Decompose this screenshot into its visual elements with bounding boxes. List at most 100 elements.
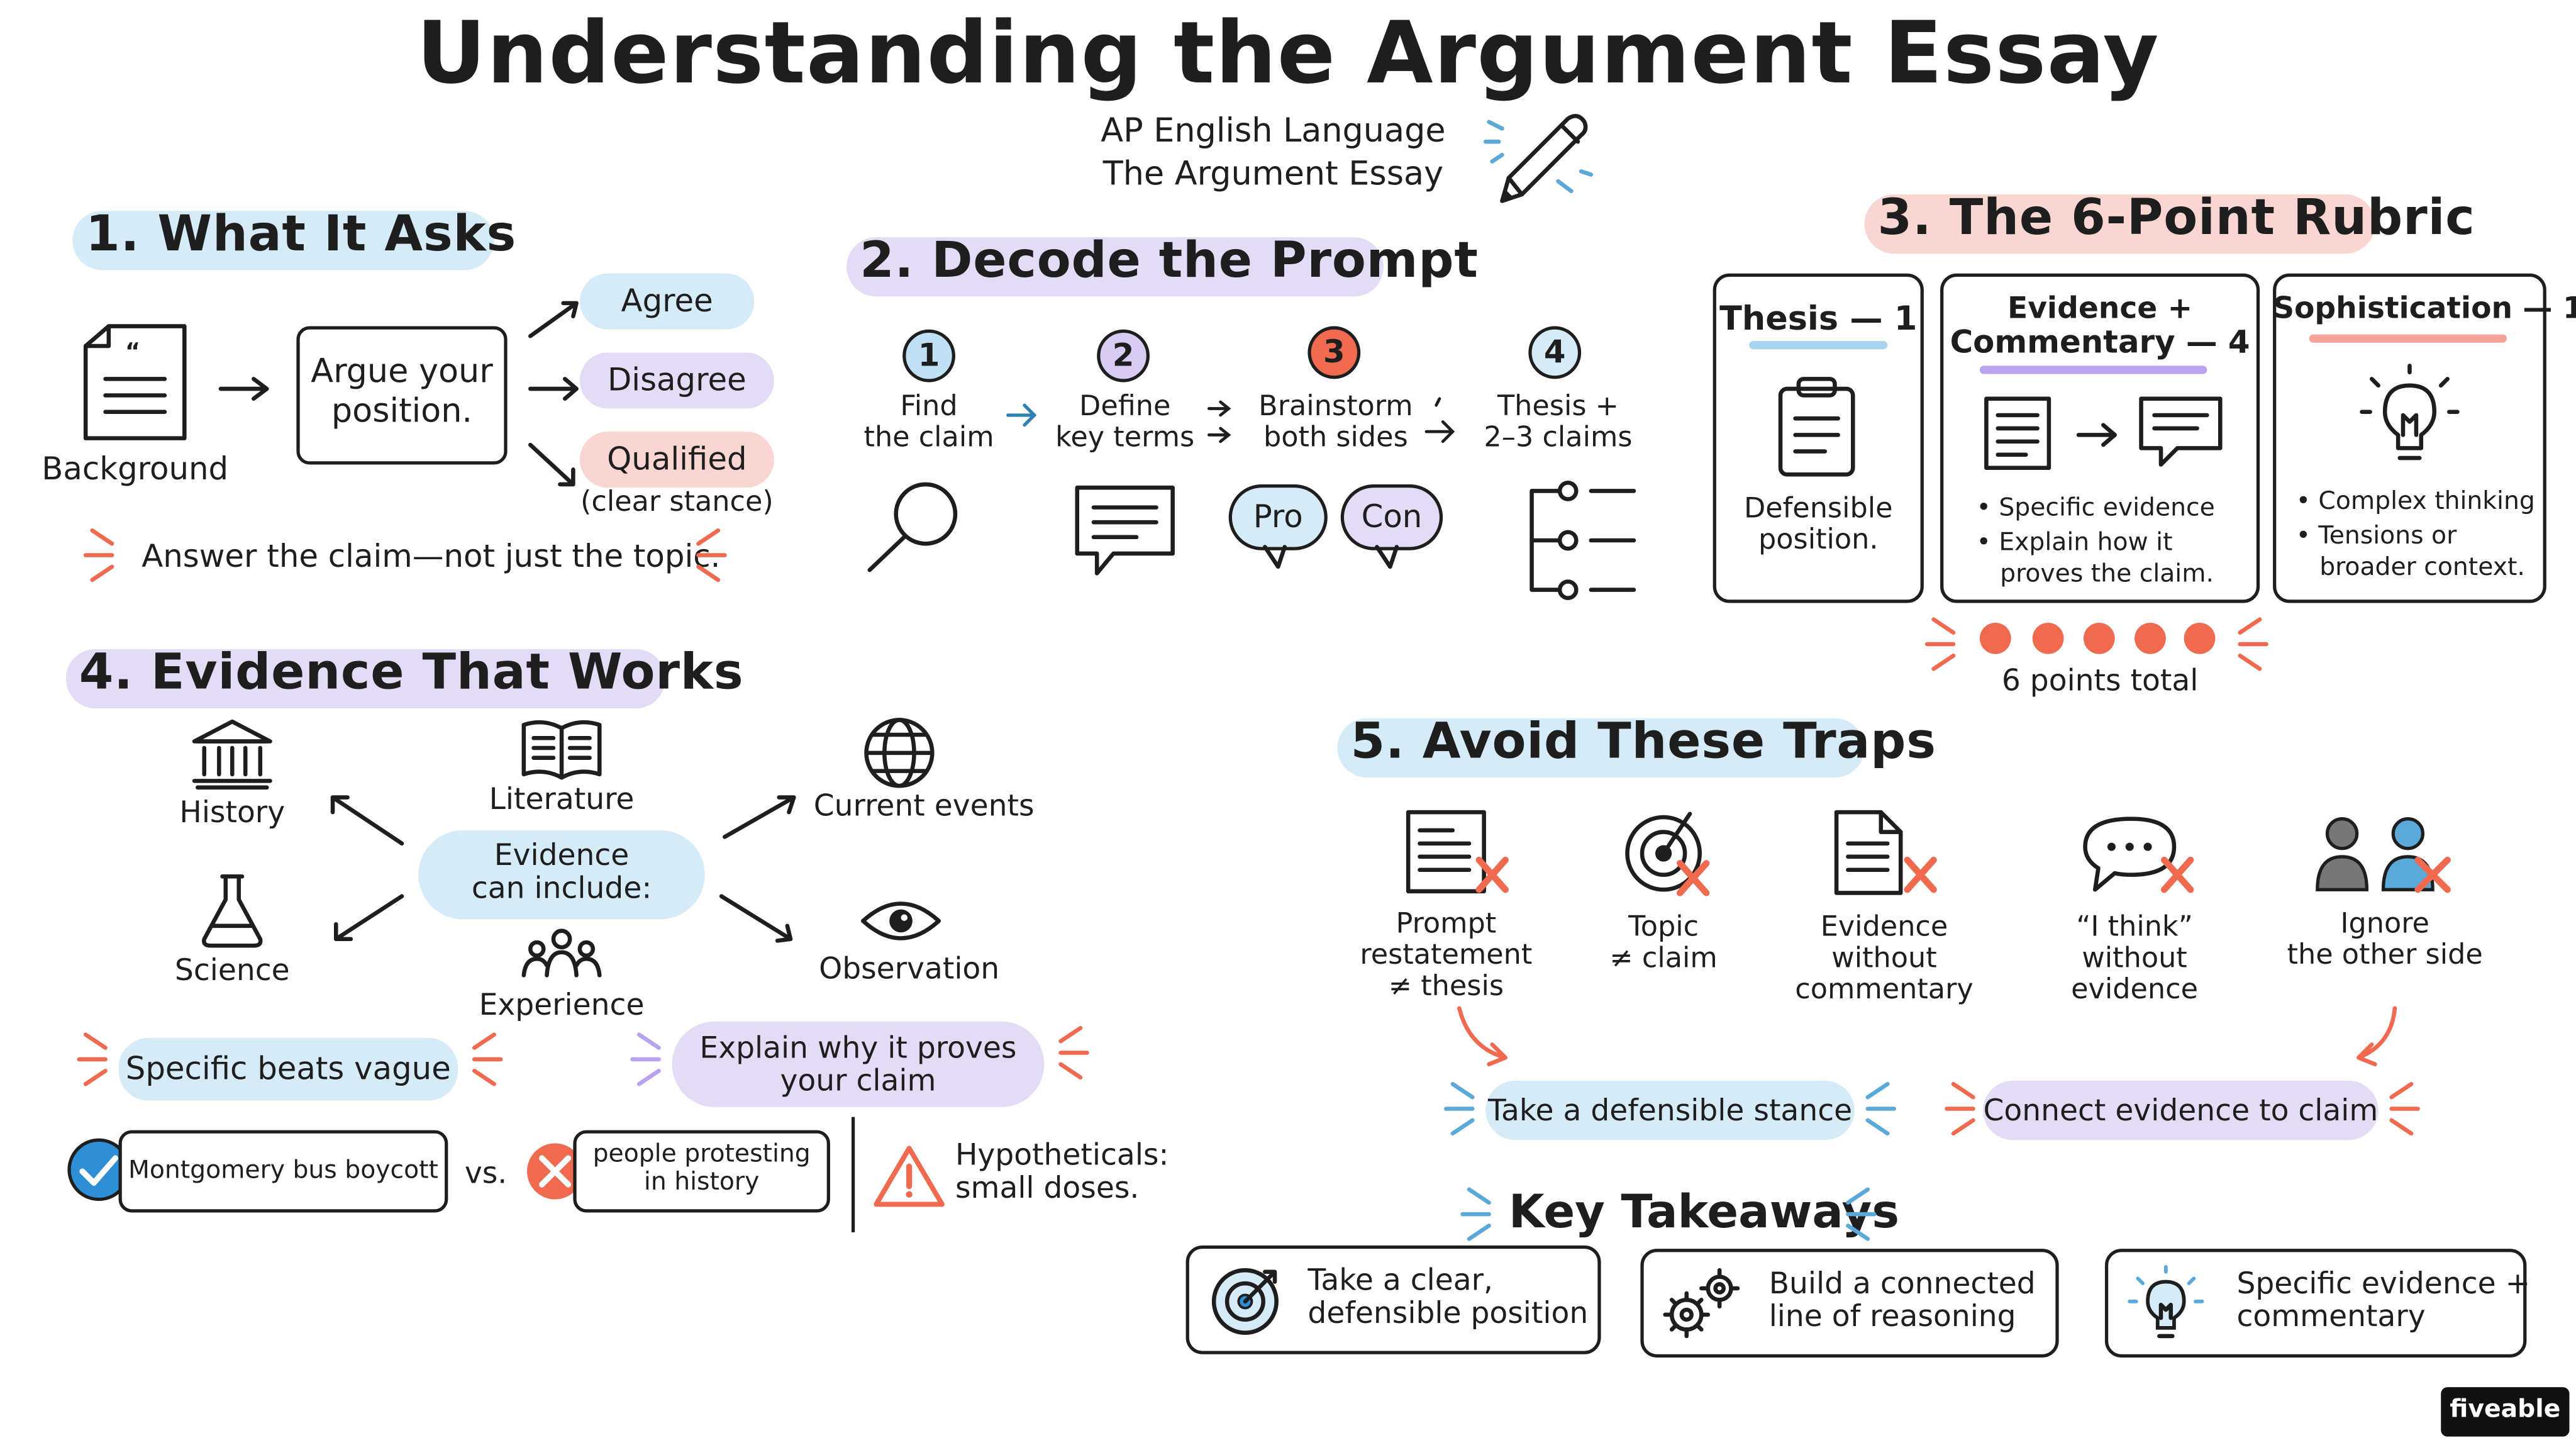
- step-2-label: Define key terms: [1055, 390, 1195, 455]
- evidence-type-current-events: Current events: [813, 789, 1035, 824]
- branch-arrows: [528, 301, 579, 487]
- trap-prompt-icon: [1406, 810, 1509, 894]
- fix2-accent-right: [2389, 1081, 2420, 1136]
- magnifier-icon: [867, 482, 958, 572]
- section4-heading: 4. Evidence That Works: [79, 644, 744, 702]
- position-box-text: Argue your position.: [311, 350, 493, 430]
- fix1-accent-left: [1444, 1081, 1475, 1136]
- versus-label: vs.: [464, 1156, 508, 1191]
- step-3-number: 3: [1307, 326, 1361, 379]
- rubric-thesis-desc: Defensible position.: [1743, 493, 1893, 557]
- evidence-type-experience: Experience: [479, 988, 645, 1023]
- takeaway-2: Build a connected line of reasoning: [1768, 1266, 2036, 1335]
- takeaway-card-2: [1640, 1249, 2059, 1358]
- pro-bubble: Pro: [1228, 484, 1328, 550]
- bulb-small-icon: [2128, 1265, 2204, 1339]
- trap-ignore-other-side: Ignore the other side: [2287, 908, 2483, 973]
- points-accent-right: [2238, 617, 2268, 671]
- accent-marks-left: [83, 528, 114, 583]
- step-3-label: Brainstorm both sides: [1258, 390, 1413, 455]
- page-title: Understanding the Argument Essay: [416, 4, 2160, 104]
- evidence-type-science: Science: [174, 954, 290, 989]
- takeaways-accent-left: [1460, 1187, 1491, 1241]
- rubric-evidence-title-1: Evidence +: [2007, 291, 2193, 326]
- subtitle-course: AP English Language: [1101, 110, 1446, 150]
- option-agree: Agree: [579, 273, 755, 330]
- brand-logo-text: fiveable: [2450, 1393, 2561, 1424]
- rubric-thesis-title: Thesis — 1: [1719, 298, 1918, 338]
- rubric-sophistication-bullet-2: • Tensions or broader context.: [2296, 520, 2525, 581]
- good-example-box: [118, 1130, 448, 1213]
- point-dot-4: [2135, 622, 2166, 654]
- evidence-type-literature: Literature: [489, 782, 635, 817]
- fix-connect-evidence: Connect evidence to claim: [1983, 1080, 2379, 1140]
- point-dot-5: [2184, 622, 2216, 654]
- divider-line: [851, 1117, 855, 1232]
- evidence-center-text: Evidence can include:: [471, 839, 652, 906]
- step-2-number: 2: [1097, 329, 1150, 382]
- point-dot-2: [2032, 622, 2064, 654]
- accent-marks-right: [696, 528, 727, 583]
- option-disagree: Disagree: [579, 352, 774, 409]
- rubric-total: 6 points total: [2001, 664, 2199, 699]
- option-qualified: Qualified: [579, 432, 774, 488]
- fix1-accent-right: [1865, 1081, 1897, 1136]
- gears-icon: [1663, 1268, 1740, 1339]
- takeaways-heading: Key Takeaways: [1508, 1184, 1900, 1239]
- rubric-thesis-card: [1713, 273, 1924, 603]
- evidence-to-comment-icon: [1984, 396, 2223, 471]
- svg-text:“: “: [125, 338, 140, 365]
- rubric-evidence-bullet-2: • Explain how it proves the claim.: [1976, 527, 2214, 588]
- evidence-center-bubble: [418, 830, 705, 920]
- tip-explain-why-bubble: [672, 1021, 1045, 1107]
- tip-specific-beats-vague: Specific beats vague: [118, 1037, 458, 1101]
- warning-icon: [874, 1146, 945, 1207]
- tip-explain-why: Explain why it proves your claim: [699, 1031, 1017, 1100]
- step-arrows: [1006, 397, 1455, 443]
- eye-icon: [861, 901, 941, 940]
- rubric-evidence-card: [1940, 273, 2260, 603]
- evidence-arrows: [330, 795, 796, 943]
- tip1-accent-left: [77, 1032, 108, 1086]
- points-accent-left: [1924, 617, 1956, 671]
- tip2-accent-right: [1058, 1025, 1089, 1080]
- trap-ignore-icon: [2316, 817, 2451, 893]
- outline-list-icon: [1530, 481, 1636, 600]
- background-label: Background: [42, 451, 229, 488]
- target-icon: [1211, 1268, 1279, 1335]
- history-icon: [192, 719, 272, 790]
- trap-topic-icon: [1625, 811, 1710, 896]
- step-1-number: 1: [902, 329, 955, 382]
- rubric-sophistication-title: Sophistication — 1: [2273, 291, 2576, 326]
- trap-topic-claim: Topic ≠ claim: [1609, 911, 1718, 976]
- rubric-sophistication-bullet-1: • Complex thinking: [2296, 486, 2535, 516]
- section2-heading: 2. Decode the Prompt: [860, 232, 1479, 290]
- rubric-evidence-bullet-1: • Specific evidence: [1976, 493, 2215, 523]
- clipboard-icon: [1778, 377, 1855, 477]
- con-bubble: Con: [1340, 484, 1443, 550]
- globe-icon: [864, 718, 935, 788]
- fix-take-stance: Take a defensible stance: [1485, 1080, 1855, 1140]
- position-box: [296, 326, 508, 465]
- lightbulb-icon: [2360, 364, 2460, 460]
- text-bubble-icon: [1075, 485, 1175, 576]
- trap-i-think-icon: [2083, 817, 2194, 893]
- trap-evidence-without-commentary: Evidence without commentary: [1795, 911, 1974, 1007]
- point-dot-1: [1979, 622, 2011, 654]
- section5-heading: 5. Avoid These Traps: [1350, 713, 1936, 771]
- section3-heading: 3. The 6-Point Rubric: [1877, 189, 2475, 247]
- arrow-right-icon: [218, 377, 269, 401]
- tip1-accent-right: [472, 1032, 503, 1086]
- step-4-number: 4: [1528, 326, 1582, 379]
- trap-i-think: “I think” without evidence: [2071, 911, 2199, 1007]
- takeaway-3: Specific evidence + commentary: [2236, 1266, 2531, 1335]
- bubble-tails: [1263, 545, 1399, 569]
- point-dot-3: [2083, 622, 2115, 654]
- bad-example: people protesting in history: [592, 1138, 811, 1196]
- subtitle-essay: The Argument Essay: [1102, 153, 1444, 193]
- brand-badge: [2441, 1387, 2570, 1437]
- trap-prompt-restatement: Prompt restatement ≠ thesis: [1360, 908, 1533, 1004]
- qualified-note: (clear stance): [580, 486, 774, 519]
- rubric-sophistication-card: [2273, 273, 2546, 603]
